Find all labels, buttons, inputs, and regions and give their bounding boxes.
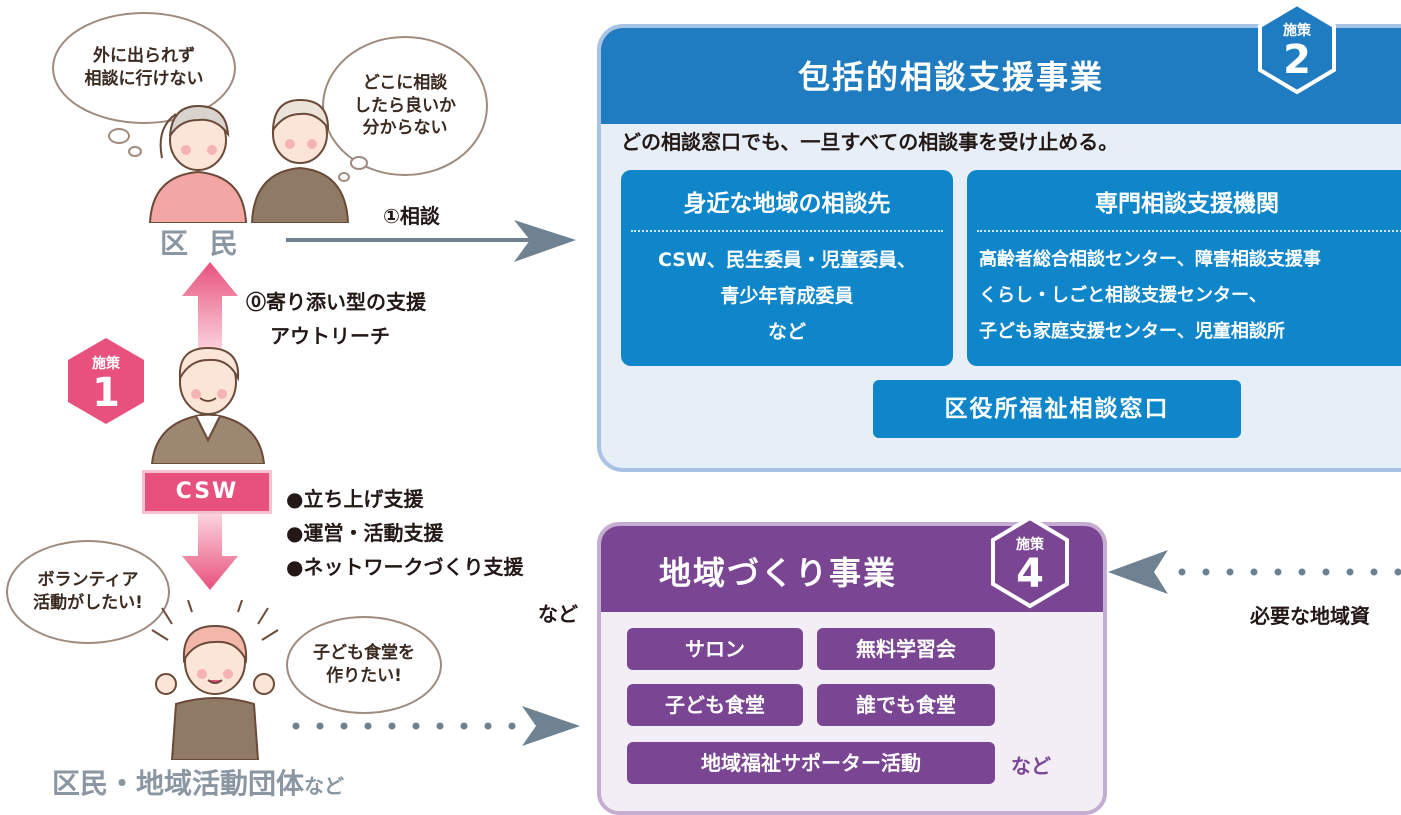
bottom-dotted-arrow bbox=[292, 706, 580, 746]
thought-bubble-text: 外に出られず 相談に行けない bbox=[84, 46, 204, 89]
specialist-consultation-body: 高齢者総合相談センター、障害相談支援事 くらし・しごと相談支援センター、 子ども… bbox=[979, 249, 1321, 342]
thought-dot bbox=[108, 128, 130, 144]
speech-bubble-volunteer: ボランティア 活動がしたい! bbox=[6, 540, 170, 644]
activity-childrens-cafeteria: 子ども食堂 bbox=[627, 684, 803, 726]
community-building-panel: 地域づくり事業 サロン 無料学習会 子ども食堂 誰でも食堂 地域福祉サポーター活… bbox=[597, 522, 1107, 815]
support-down-arrow bbox=[182, 514, 238, 590]
support-list-item: ●運営・活動支援 bbox=[286, 521, 444, 545]
activities-suffix: など bbox=[1011, 754, 1051, 778]
csw-person-illustration bbox=[150, 346, 266, 464]
comprehensive-consultation-title: 包括的相談支援事業 bbox=[797, 58, 1104, 96]
thought-bubble-where-to-consult: どこに相談 したら良いか 分からない bbox=[322, 36, 488, 176]
local-resources-label: 必要な地域資 bbox=[1250, 604, 1370, 628]
measure-4-badge-number: 4 bbox=[1016, 551, 1044, 597]
measure-2-badge-number: 2 bbox=[1283, 37, 1311, 83]
ward-office-welfare-window: 区役所福祉相談窓口 bbox=[873, 380, 1241, 438]
speech-bubble-childrens-cafeteria: 子ども食堂を 作りたい! bbox=[286, 616, 442, 714]
thought-bubble-text: どこに相談 したら良いか 分からない bbox=[354, 72, 456, 139]
csw-label-text: CSW bbox=[175, 479, 239, 504]
community-building-title: 地域づくり事業 bbox=[659, 554, 898, 592]
comprehensive-consultation-panel: 包括的相談支援事業 どの相談窓口でも、一旦すべての相談事を受け止める。 身近な地… bbox=[597, 24, 1401, 472]
measure-2-badge-label: 施策 bbox=[1283, 23, 1311, 39]
consultation-lead-text: どの相談窓口でも、一旦すべての相談事を受け止める。 bbox=[621, 130, 1119, 154]
measure-4-badge-label: 施策 bbox=[1016, 537, 1044, 553]
local-consultation-box: 身近な地域の相談先 CSW、民生委員・児童委員、 青少年育成委員 など bbox=[621, 170, 953, 366]
ward-office-welfare-window-label: 区役所福祉相談窓口 bbox=[944, 396, 1170, 422]
speech-bubble-text: ボランティア 活動がしたい! bbox=[33, 570, 143, 613]
measure-2-badge: 施策 2 bbox=[1257, 0, 1337, 96]
local-consultation-body: CSW、民生委員・児童委員、 青少年育成委員 など bbox=[658, 249, 916, 343]
measure-4-badge: 施策 4 bbox=[990, 514, 1070, 610]
thought-dot bbox=[350, 156, 368, 170]
residents-groups-label-suffix: など bbox=[304, 774, 345, 798]
support-list-item: ●立ち上げ支援 bbox=[286, 487, 424, 511]
consultation-arrow-label: ①相談 bbox=[383, 204, 440, 228]
residents-illustration bbox=[148, 98, 350, 223]
specialist-consultation-heading: 専門相談支援機関 bbox=[1095, 191, 1279, 217]
measure-1-badge-label: 施策 bbox=[92, 356, 120, 372]
support-list-item: ●ネットワークづくり支援 bbox=[286, 555, 524, 579]
measure-1-badge-number: 1 bbox=[92, 370, 120, 416]
box-divider bbox=[977, 230, 1401, 232]
residents-groups-label: 区民・地域活動団体など bbox=[52, 762, 344, 802]
activity-free-study-session: 無料学習会 bbox=[817, 628, 995, 670]
consultation-arrow bbox=[286, 220, 576, 262]
outreach-label-line1: ⓪寄り添い型の支援 bbox=[246, 290, 426, 314]
activity-salon: サロン bbox=[627, 628, 803, 670]
speech-bubble-text: 子ども食堂を 作りたい! bbox=[313, 643, 415, 686]
measure-1-badge: 施策 1 bbox=[66, 336, 146, 426]
outreach-label-line2: アウトリーチ bbox=[270, 324, 390, 348]
resident-woman-illustration bbox=[151, 600, 279, 760]
local-consultation-heading: 身近な地域の相談先 bbox=[683, 191, 891, 217]
csw-label: CSW bbox=[142, 470, 272, 514]
support-list: ●立ち上げ支援 ●運営・活動支援 ●ネットワークづくり支援 bbox=[286, 482, 523, 584]
residents-label: 区 民 bbox=[160, 227, 244, 260]
specialist-consultation-box: 専門相談支援機関 高齢者総合相談センター、障害相談支援事 くらし・しごと相談支援… bbox=[967, 170, 1401, 366]
thought-dot bbox=[128, 146, 142, 157]
outreach-up-arrow bbox=[182, 262, 238, 350]
box-divider bbox=[631, 230, 943, 232]
activity-welfare-supporter: 地域福祉サポーター活動 bbox=[627, 742, 995, 784]
residents-groups-label-main: 区民・地域活動団体 bbox=[52, 767, 305, 800]
activity-cafeteria-for-all: 誰でも食堂 bbox=[817, 684, 995, 726]
local-resources-dotted-arrow bbox=[1108, 550, 1401, 594]
thought-bubble-cannot-go-out: 外に出られず 相談に行けない bbox=[52, 12, 236, 124]
thought-dot bbox=[338, 172, 350, 182]
support-list-suffix: など bbox=[538, 602, 578, 626]
